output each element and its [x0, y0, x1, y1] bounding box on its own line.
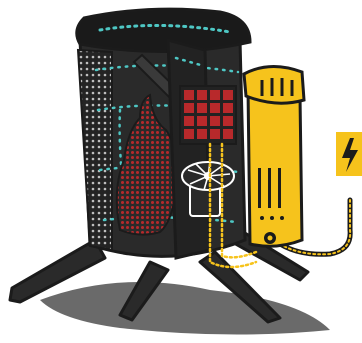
usb-port-icon: [264, 232, 276, 244]
thermoelectric-grid-icon: [180, 86, 236, 144]
power-module-cap: [244, 66, 304, 103]
lightning-bolt-icon: [336, 132, 362, 176]
power-module-body: [248, 88, 302, 246]
stove-front-panel: [168, 40, 210, 258]
ground-shadow: [40, 282, 330, 335]
stove-mesh-left: [78, 50, 112, 250]
power-module-icon: [244, 66, 304, 246]
